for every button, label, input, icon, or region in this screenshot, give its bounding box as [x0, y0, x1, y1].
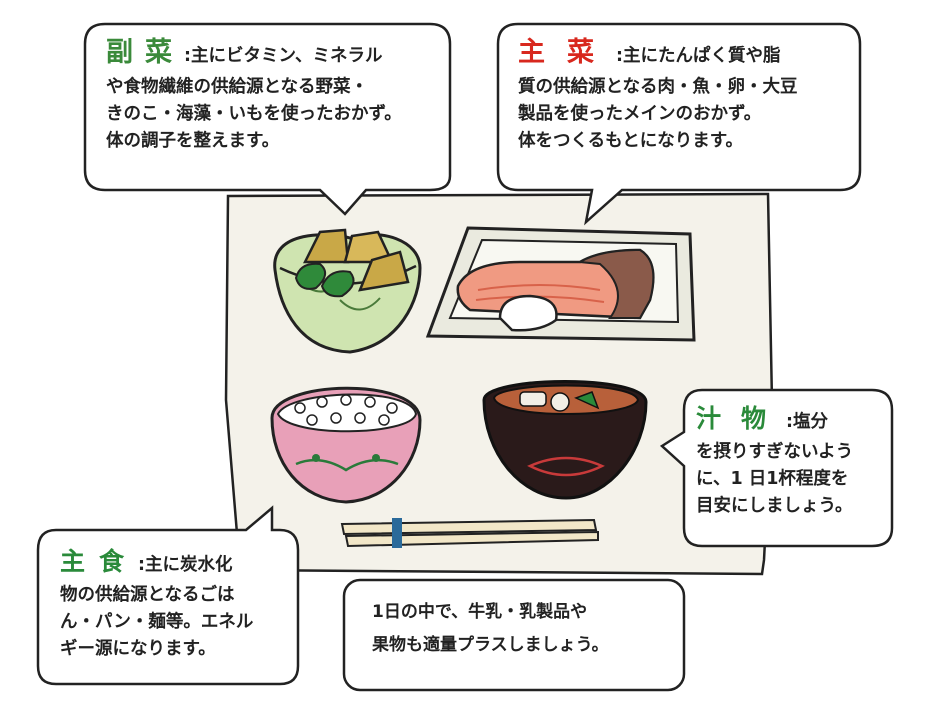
note-line-2: 果物も適量プラスしましょう。 [372, 635, 609, 656]
shushoku-line-4: ギー源になります。 [60, 639, 216, 659]
fukusai-bubble [83, 22, 452, 216]
shushoku-line-1: :主に炭水化 [138, 555, 233, 575]
shusai-bubble [496, 22, 862, 226]
fukusai-line-3: きのこ・海藻・いもを使ったおかず。 [106, 103, 402, 124]
shiru-line-1: :塩分 [786, 412, 829, 432]
main-dish-plate [425, 226, 696, 342]
shushoku-text: 主食:主に炭水化 物の供給源となるごは ん・パン・麺等。エネル ギー源になります… [60, 543, 290, 663]
note-text: 1日の中で、牛乳・乳製品や 果物も適量プラスしましょう。 [372, 596, 662, 662]
fukusai-line-1: :主にビタミン、ミネラル [184, 46, 383, 66]
fukusai-line-2: や食物繊維の供給源となる野菜・ [106, 76, 368, 97]
shiru-line-4: 目安にしましょう。 [696, 496, 853, 516]
shiru-title: 汁物 [696, 404, 787, 433]
shushoku-bubble [36, 505, 300, 686]
shushoku-line-3: ん・パン・麺等。エネル [60, 611, 254, 632]
fukusai-title: 副菜 [106, 37, 184, 68]
fukusai-line-4: 体の調子を整えます。 [106, 131, 280, 152]
shushoku-line-2: 物の供給源となるごは [60, 584, 235, 605]
note-line-1: 1日の中で、牛乳・乳製品や [372, 602, 588, 622]
soup-bowl [482, 380, 648, 500]
fukusai-text: 副菜:主にビタミン、ミネラル や食物繊維の供給源となる野菜・ きのこ・海藻・いも… [106, 32, 436, 155]
shushoku-title: 主食 [60, 547, 139, 576]
shusai-line-1: :主にたんぱく質や脂 [616, 46, 781, 66]
shiru-line-2: を摂りすぎないよう [696, 441, 854, 462]
chopsticks [340, 518, 599, 548]
shiru-line-3: に、1 日1杯程度を [696, 468, 849, 489]
shusai-line-3: 製品を使ったメインのおかず。 [518, 103, 762, 124]
side-dish-bowl [273, 228, 422, 354]
shusai-text: 主菜:主にたんぱく質や脂 質の供給源となる肉・魚・卵・大豆 製品を使ったメインの… [518, 32, 848, 155]
rice-bowl [270, 386, 422, 504]
shusai-line-2: 質の供給源となる肉・魚・卵・大豆 [518, 76, 798, 97]
shusai-line-4: 体をつくるもとになります。 [518, 131, 744, 152]
shiru-text: 汁物:塩分 を摂りすぎないよう に、1 日1杯程度を 目安にしましょう。 [696, 400, 886, 520]
note-box [342, 578, 686, 692]
shusai-title: 主菜 [518, 37, 616, 68]
shiru-bubble [659, 388, 894, 548]
